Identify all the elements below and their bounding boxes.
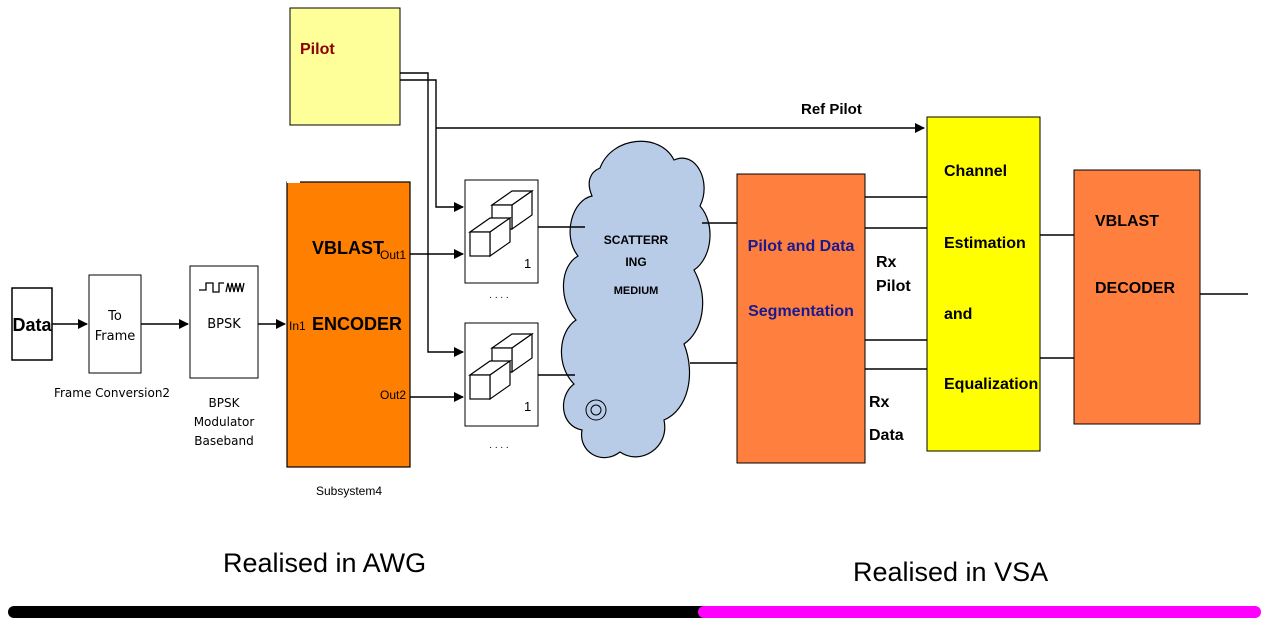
concat-top-port: 1 [524,256,531,271]
decoder-line1: VBLAST [1095,213,1159,230]
pilot-block: Pilot [289,7,401,126]
encoder-out2: Out2 [380,388,406,402]
segmentation-line2: Segmentation [748,303,854,320]
channel-line2: Estimation [944,235,1026,252]
concat-top-caption: . . . . [489,290,508,301]
encoder-subtitle: ENCODER [312,314,402,334]
scatter-line1: SCATTERR [604,233,669,247]
channel-line1: Channel [944,163,1007,180]
wire-pilot-top [400,72,464,357]
concat-block-top: 1 . . . . [464,179,539,301]
encoder-caption: Subsystem4 [316,484,382,498]
to-frame-line1: To [107,309,122,324]
scatter-line2: ING [625,255,646,269]
bpsk-waveform-icon [199,282,245,293]
encoder-out1: Out1 [380,248,406,262]
data-block: Data [11,287,53,361]
cube-icon-top [468,189,534,258]
concat-block-bottom: 1 . . . . [464,322,539,451]
rx-pilot-line2: Pilot [876,278,911,295]
section-vsa-label: Realised in VSA [853,557,1048,587]
bpsk-block: BPSK BPSK Modulator Baseband [189,265,259,448]
decoder-line2: DECODER [1095,280,1175,297]
to-frame-caption: Frame Conversion2 [54,386,170,400]
data-label: Data [12,315,52,335]
scattering-medium-cloud: SCATTERR ING MEDIUM [560,140,711,459]
channel-line3: and [944,306,972,323]
segmentation-block: Pilot and Data Segmentation [736,173,866,464]
pilot-label: Pilot [300,41,335,58]
channel-line4: Equalization [944,376,1038,393]
segmentation-line1: Pilot and Data [748,238,855,255]
channel-estimation-block: Channel Estimation and Equalization [926,116,1041,452]
scatter-line3: MEDIUM [614,285,659,297]
bpsk-caption-2: Modulator [194,415,255,429]
bpsk-caption-1: BPSK [209,396,241,410]
rx-data-line2: Data [869,427,904,444]
concat-bottom-caption: . . . . [489,440,508,451]
bpsk-caption-3: Baseband [194,434,253,448]
wire-pilot-mid [400,79,464,212]
encoder-title: VBLAST [312,238,384,258]
concat-bottom-port: 1 [524,399,531,414]
encoder-in1: In1 [289,319,306,333]
bpsk-inner-label: BPSK [207,317,241,332]
to-frame-line2: Frame [95,329,136,344]
vblast-encoder-block: VBLAST ENCODER In1 Out1 Out2 Subsystem4 [286,181,411,498]
ref-pilot-label: Ref Pilot [801,101,862,118]
vblast-decoder-block: VBLAST DECODER [1073,169,1201,425]
connections [52,72,1248,402]
rx-pilot-line1: Rx [876,254,897,271]
section-awg-label: Realised in AWG [223,548,426,578]
cube-icon-bottom [468,332,534,401]
rx-data-line1: Rx [869,394,890,411]
to-frame-block: To Frame Frame Conversion2 [54,274,170,400]
